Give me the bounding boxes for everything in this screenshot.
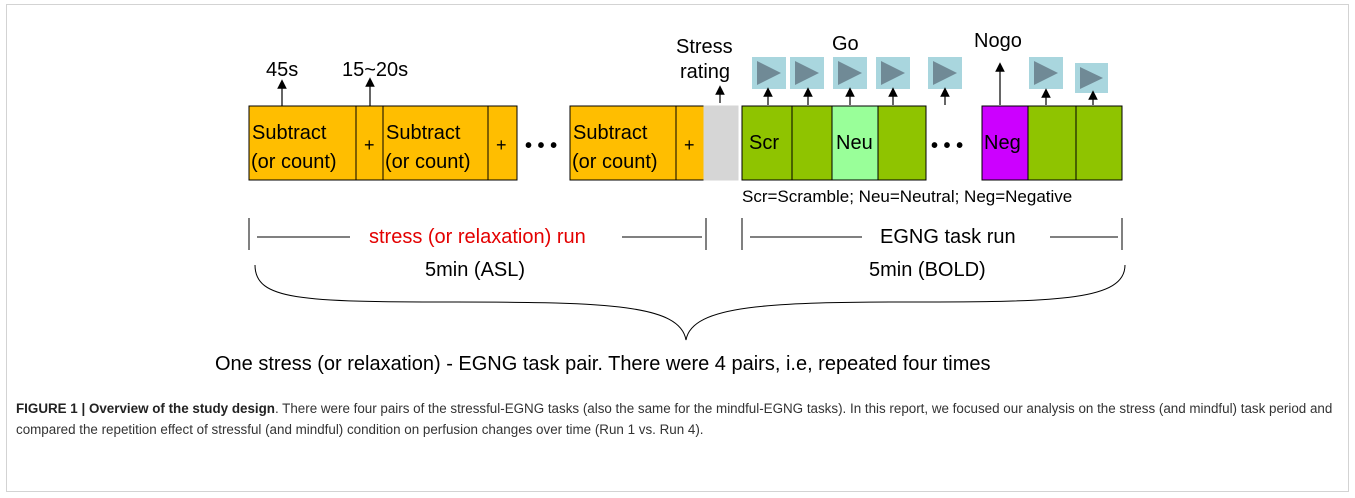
green-block-3 <box>1027 105 1077 181</box>
label-15-20s: 15~20s <box>342 59 409 81</box>
stress-run-label: stress (or relaxation) run <box>369 226 586 248</box>
figure-frame <box>6 4 1349 492</box>
fixation-block-3 <box>675 105 705 181</box>
play-icon <box>876 57 910 89</box>
pair-brace <box>254 264 1126 341</box>
count-label-2: (or count) <box>385 151 471 173</box>
label-stress: Stress <box>676 36 733 58</box>
subtract-label-1: Subtract <box>252 122 327 144</box>
egng-blocks <box>741 105 1123 181</box>
figure-caption: FIGURE 1 | Overview of the study design.… <box>16 398 1336 440</box>
subtract-label-3: Subtract <box>573 122 648 144</box>
play-icon <box>1075 63 1108 93</box>
plus-label-2: + <box>496 135 507 155</box>
label-rating: rating <box>680 61 731 83</box>
play-icon <box>752 57 786 89</box>
egng-run-label: EGNG task run <box>880 226 1016 248</box>
green-block-1 <box>791 105 833 181</box>
egng-legend: Scr=Scramble; Neu=Neutral; Neg=Negative <box>742 187 1073 206</box>
caption-text: . There were four pairs of the stressful… <box>16 401 1333 437</box>
count-label-3: (or count) <box>572 151 658 173</box>
neu-label: Neu <box>836 132 873 154</box>
label-45s: 45s <box>266 59 299 81</box>
label-nogo: Nogo <box>974 30 1022 52</box>
label-go: Go <box>832 33 859 55</box>
plus-label-1: + <box>364 135 375 155</box>
play-icon <box>833 57 867 89</box>
green-block-4 <box>1075 105 1123 181</box>
scr-label: Scr <box>749 132 779 154</box>
neg-block <box>981 105 1029 181</box>
fixation-block-1 <box>355 105 384 181</box>
asl-duration-label: 5min (ASL) <box>425 259 526 281</box>
play-icon <box>928 57 962 89</box>
subtract-block-3 <box>569 105 677 181</box>
stress-rating-block <box>703 105 739 181</box>
bold-duration-label: 5min (BOLD) <box>869 259 986 281</box>
fixation-block-2 <box>487 105 518 181</box>
timeline-arrows <box>277 62 1098 106</box>
neg-label: Neg <box>984 132 1021 154</box>
pair-description: One stress (or relaxation) - EGNG task p… <box>215 353 991 375</box>
subtract-label-2: Subtract <box>386 122 461 144</box>
scr-block <box>741 105 793 181</box>
go-stimulus-icons <box>752 57 1108 93</box>
plus-label-3: + <box>684 135 695 155</box>
run-boundaries <box>248 218 1123 250</box>
green-block-2 <box>877 105 927 181</box>
subtract-block-1 <box>248 105 357 181</box>
count-label-1: (or count) <box>251 151 337 173</box>
ellipsis-egng: • • • <box>931 135 964 157</box>
play-icon <box>790 57 824 89</box>
ellipsis-stress: • • • <box>525 135 558 157</box>
play-icon <box>1029 57 1063 89</box>
stress-blocks <box>248 105 739 181</box>
caption-label: FIGURE 1 | Overview of the study design <box>16 401 275 416</box>
neu-block <box>831 105 879 181</box>
